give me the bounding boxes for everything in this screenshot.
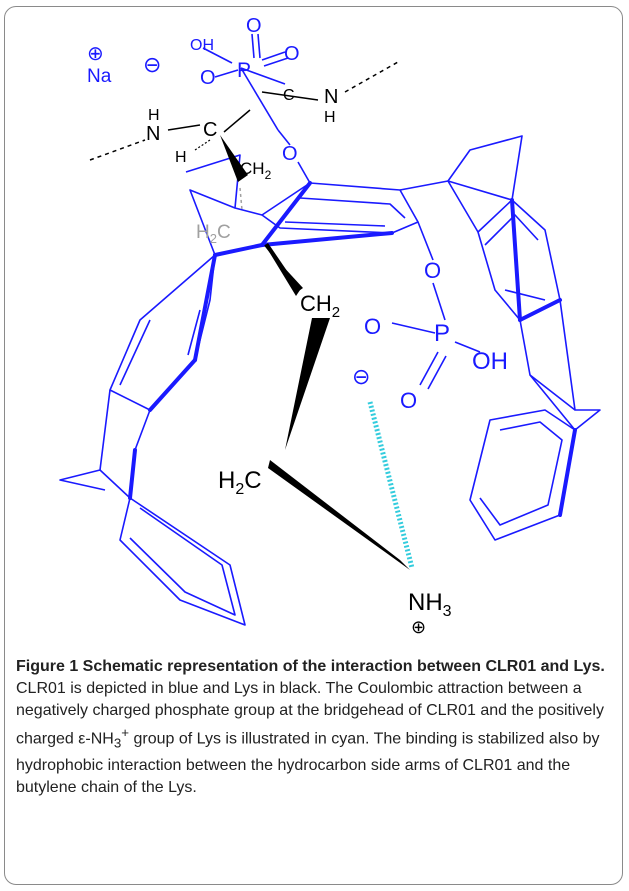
p1-c: C — [283, 87, 295, 104]
caption-sub: 3 — [113, 735, 122, 751]
p1-o-ester: O — [282, 143, 298, 165]
n-right-h: H — [324, 109, 336, 126]
p2-oh: OH — [472, 348, 508, 375]
caption-text-2: group of Lys is illustrated in cyan. The… — [16, 730, 600, 796]
alpha-h: H — [175, 149, 187, 166]
lys-structure — [89, 61, 410, 570]
figure-frame — [4, 6, 623, 885]
p1-minus: ⊖ — [143, 52, 161, 77]
p2-minus: ⊖ — [352, 364, 370, 389]
nh3-charge: ⊕ — [411, 617, 426, 637]
figure-caption: Figure 1 Schematic representation of the… — [16, 656, 616, 799]
caption-text-1: CLR01 is depicted in blue and Lys in bla… — [16, 680, 604, 748]
ch2-mid: CH2 — [300, 291, 340, 321]
na-label: Na — [87, 66, 112, 87]
alpha-c: C — [203, 119, 217, 141]
ch2-top: CH2 — [240, 159, 272, 182]
atom-labels: ⊕ Na OH O O ⊖ O P C N H H N C H O CH2 H2… — [87, 15, 508, 637]
p1-p: P — [237, 59, 251, 82]
p1-o-right: O — [284, 43, 300, 65]
p1-oh: OH — [190, 37, 214, 54]
h2c-grey: H2C — [196, 222, 231, 246]
coulomb-interaction — [367, 401, 415, 569]
p1-o-left: O — [200, 67, 216, 89]
caption-sup: + — [121, 725, 130, 740]
na-charge: ⊕ — [87, 43, 104, 65]
p1-o-top: O — [246, 15, 262, 37]
n-left-h: H — [148, 107, 160, 124]
caption-lead: Figure 1 Schematic representation of the… — [16, 658, 605, 675]
p2-o-ester: O — [424, 258, 441, 283]
n-right: N — [324, 86, 338, 108]
n-left: N — [146, 123, 160, 145]
h2c-low: H2C — [218, 467, 262, 498]
nh3-label: NH3 — [408, 589, 452, 620]
molecular-diagram: ⊕ Na OH O O ⊖ O P C N H H N C H O CH2 H2… — [59, 15, 601, 637]
p2-p: P — [434, 320, 450, 347]
p2-o-bottom: O — [400, 388, 417, 413]
clr01-structure — [59, 33, 601, 626]
clr01-thick-bonds — [128, 181, 577, 517]
p2-o-left: O — [364, 314, 381, 339]
